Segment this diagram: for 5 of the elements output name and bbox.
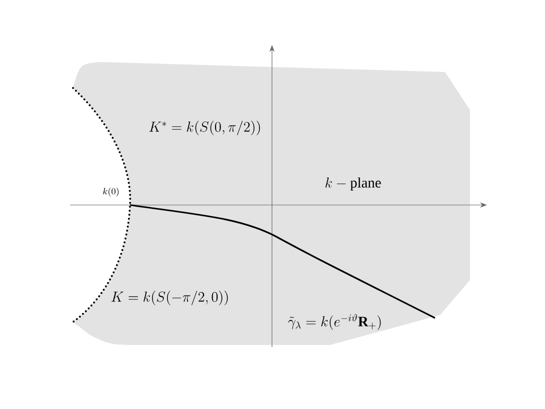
formula-label: $K=k(S(-\pi/2,0))$ xyxy=(111,290,228,306)
formula-label: $k(0)$ xyxy=(103,187,119,196)
formula-label: $K^{*}=k(S(0,\pi/2))$ xyxy=(149,120,260,136)
formula-label: $k-\mathrm{plane}$ xyxy=(326,177,381,191)
formula-label: $\tilde{\gamma}_{\lambda}=k(e^{-i\vartheta}\mathbf{R}_{+})$ xyxy=(288,314,381,330)
